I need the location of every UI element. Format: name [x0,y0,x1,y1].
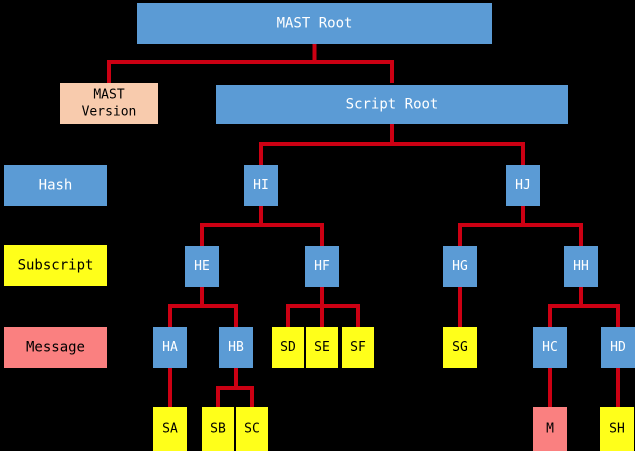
node-SC[interactable]: SC [236,407,268,451]
node-box[interactable] [202,407,234,451]
node-HI[interactable]: HI [244,165,278,206]
edge-group [286,287,360,327]
node-box[interactable] [185,246,219,287]
edge-group [216,368,254,407]
legend-item-legend-subscript[interactable]: Subscript [4,245,107,286]
node-SA[interactable]: SA [153,407,187,451]
node-SB[interactable]: SB [202,407,234,451]
node-HH[interactable]: HH [564,246,598,287]
node-box[interactable] [219,327,253,368]
node-HF[interactable]: HF [305,246,339,287]
edge-group [259,124,525,165]
node-HC[interactable]: HC [533,327,567,368]
node-box[interactable] [4,245,107,286]
node-HA[interactable]: HA [153,327,187,368]
node-box[interactable] [153,407,187,451]
node-HG[interactable]: HG [443,246,477,287]
node-box[interactable] [216,85,568,124]
node-box[interactable] [564,246,598,287]
node-box[interactable] [153,327,187,368]
node-box[interactable] [533,407,567,451]
node-SE[interactable]: SE [306,327,338,368]
node-box[interactable] [306,327,338,368]
node-box[interactable] [244,165,278,206]
node-SD[interactable]: SD [272,327,304,368]
edge-group [458,206,583,246]
node-HD[interactable]: HD [601,327,635,368]
edge-group [200,206,324,246]
node-box[interactable] [601,327,635,368]
node-box[interactable] [236,407,268,451]
legend-item-legend-hash[interactable]: Hash [4,165,107,206]
edge-group [107,44,394,83]
node-box[interactable] [533,327,567,368]
node-box[interactable] [4,327,107,368]
node-box[interactable] [272,327,304,368]
node-box[interactable] [600,407,634,451]
node-box[interactable] [305,246,339,287]
node-box[interactable] [443,327,477,368]
edge-group [548,287,620,327]
node-HE[interactable]: HE [185,246,219,287]
node-box[interactable] [60,83,158,124]
node-script-root[interactable]: Script Root [216,85,568,124]
node-box[interactable] [4,165,107,206]
node-M[interactable]: M [533,407,567,451]
edges-layer [107,44,620,407]
node-box[interactable] [443,246,477,287]
node-mast-root[interactable]: MAST Root [137,3,492,44]
node-box[interactable] [342,327,374,368]
node-box[interactable] [506,165,540,206]
node-SH[interactable]: SH [600,407,634,451]
edge-group [168,287,238,327]
node-box[interactable] [137,3,492,44]
node-HJ[interactable]: HJ [506,165,540,206]
node-HB[interactable]: HB [219,327,253,368]
node-SF[interactable]: SF [342,327,374,368]
legend-item-legend-message[interactable]: Message [4,327,107,368]
node-SG[interactable]: SG [443,327,477,368]
